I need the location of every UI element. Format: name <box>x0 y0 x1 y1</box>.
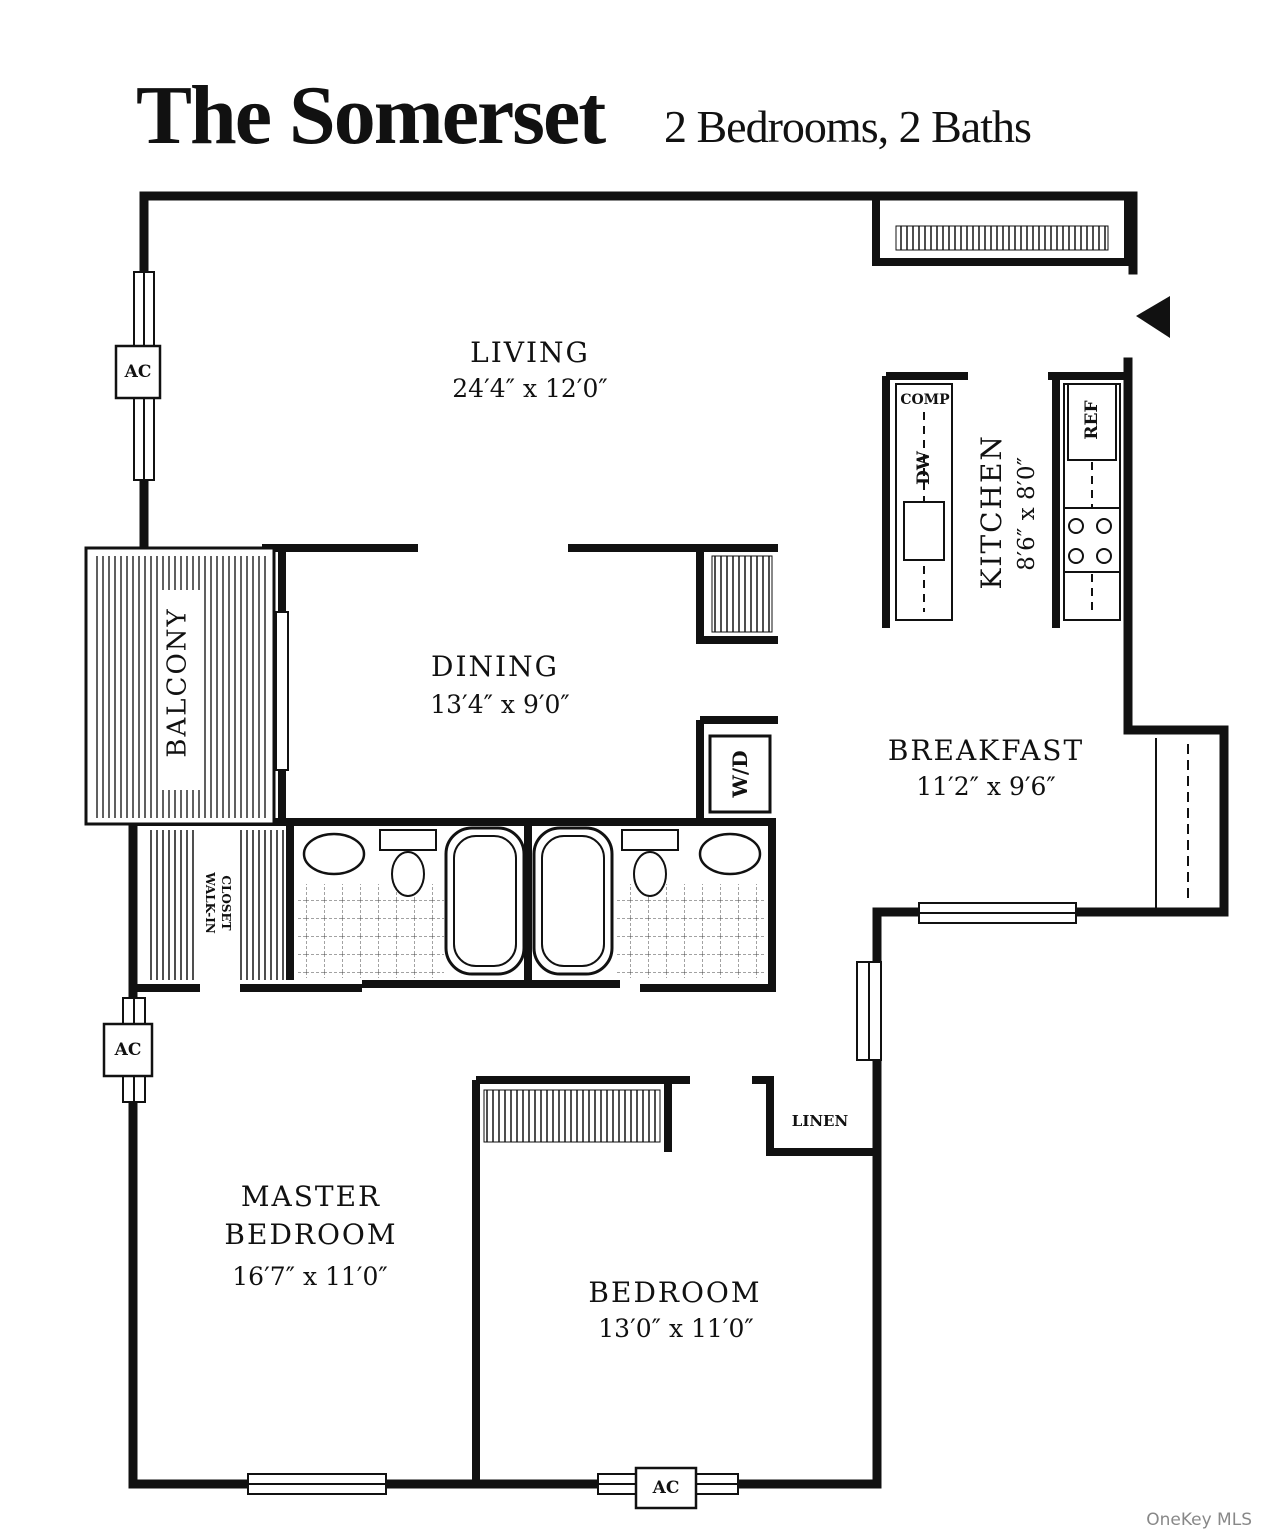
dining-closet-shelf <box>711 555 773 633</box>
washer-dryer-label: W/D <box>728 750 752 798</box>
washer-dryer <box>708 734 772 814</box>
balcony-label: BALCONY <box>162 607 193 758</box>
watermark: OneKey MLS <box>1146 1510 1252 1530</box>
master-bedroom-label-line2: BEDROOM <box>224 1218 398 1251</box>
ac-label-bedroom: AC <box>652 1478 680 1498</box>
kitchen-fixtures <box>895 383 1121 621</box>
interior-walls <box>133 372 1128 1484</box>
exterior-walls <box>128 191 1229 1489</box>
plan-subtitle: 2 Bedrooms, 2 Baths <box>664 101 1032 152</box>
bathrooms <box>296 826 766 978</box>
bedroom-label: BEDROOM <box>588 1276 762 1309</box>
bedroom-dims: 13′0″ x 11′0″ <box>598 1314 754 1343</box>
walk-in-closet <box>146 830 286 980</box>
entry-arrow-icon <box>1136 296 1170 338</box>
entry-closet <box>872 192 1132 266</box>
walk-in-closet-label-line2: CLOSET <box>219 875 233 931</box>
kitchen-dims: 8′6″ x 8′0″ <box>1014 456 1041 571</box>
breakfast-dims: 11′2″ x 9′6″ <box>916 772 1056 801</box>
dining-dims: 13′4″ x 9′0″ <box>430 690 570 719</box>
walk-in-closet-label-line1: WALK-IN <box>203 872 217 934</box>
ac-label-master: AC <box>114 1040 142 1060</box>
living-dims: 24′4″ x 12′0″ <box>452 374 608 403</box>
kitchen-label: KITCHEN <box>975 434 1009 590</box>
dishwasher-label: DW <box>914 451 934 485</box>
refrigerator-label: REF <box>1082 400 1102 440</box>
plan-title: The Somerset <box>136 69 606 162</box>
dining-label: DINING <box>431 650 559 683</box>
living-label: LIVING <box>470 336 590 369</box>
master-bedroom-label-line1: MASTER <box>240 1180 382 1213</box>
bedroom-closet-shelf <box>483 1089 661 1143</box>
ac-units <box>102 344 698 1510</box>
ac-label-living: AC <box>124 362 152 382</box>
breakfast-closet <box>1155 738 1189 908</box>
balcony <box>84 546 276 826</box>
breakfast-label: BREAKFAST <box>887 734 1085 767</box>
master-bedroom-dims: 16′7″ x 11′0″ <box>232 1262 388 1291</box>
linen-label: LINEN <box>791 1112 849 1130</box>
compactor-label: COMP <box>900 392 950 408</box>
